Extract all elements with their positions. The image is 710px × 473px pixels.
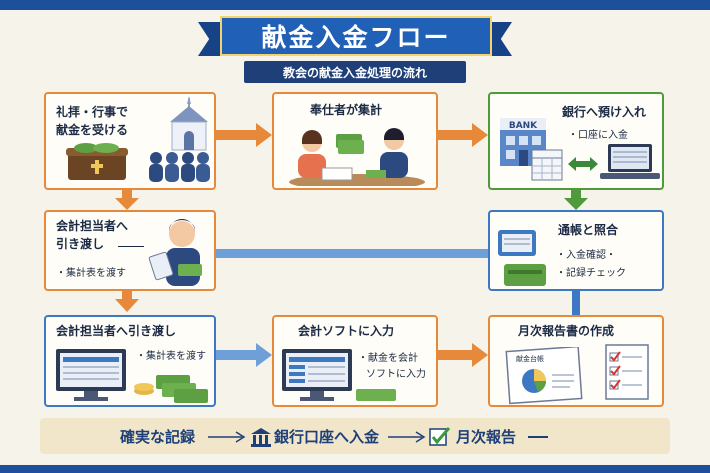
title-ribbon: 献金入金フロー bbox=[220, 16, 492, 56]
church-icon bbox=[170, 96, 208, 151]
report-title: 月次報告書の作成 bbox=[518, 324, 615, 338]
footer-deposit: 銀行口座へ入金 bbox=[274, 428, 380, 446]
line-passbook-to-report bbox=[572, 291, 580, 315]
step-report: 月次報告書の作成 献金台帳 bbox=[488, 315, 664, 407]
card-icon bbox=[504, 264, 546, 286]
software-bullet2: ソフトに入力 bbox=[366, 369, 426, 380]
step-worship: 礼拝・行事で 献金を受ける bbox=[44, 92, 216, 190]
handover-bullet: ・集計表を渡す bbox=[56, 268, 126, 279]
page-title: 献金入金フロー bbox=[261, 23, 451, 52]
svg-text:BANK: BANK bbox=[509, 121, 538, 131]
handover-line2: 引き渡し bbox=[56, 237, 105, 251]
bank-icon: BANK bbox=[500, 118, 546, 166]
handover2-bullet: ・集計表を渡す bbox=[136, 351, 206, 362]
arrow-software-to-report bbox=[438, 343, 488, 367]
laptop-icon bbox=[600, 144, 660, 179]
bank-deposit-title: 銀行へ預け入れ bbox=[562, 105, 647, 119]
step-bank-deposit: 銀行へ預け入れ ・口座に入金 BANK bbox=[488, 92, 664, 190]
footer-monthly-report: 月次報告 bbox=[456, 428, 517, 446]
calendar-icon bbox=[531, 149, 563, 181]
monitor-icon bbox=[56, 349, 126, 401]
volunteers-title: 奉仕者が集計 bbox=[310, 103, 383, 117]
footer-arrow-1 bbox=[208, 431, 246, 443]
software-title: 会計ソフトに入力 bbox=[298, 324, 395, 338]
check-icon bbox=[429, 427, 451, 446]
handover-line1: 会計担当者へ bbox=[56, 219, 129, 233]
step-handover-2: 会計担当者へ引き渡し ・集計表を渡す bbox=[44, 315, 216, 407]
passbook-title: 通帳と照合 bbox=[558, 223, 619, 237]
step-passbook: 通帳と照合 ・入金確認・ ・記録チェック bbox=[488, 210, 664, 291]
volunteers-icon bbox=[289, 128, 425, 186]
arrow-bank-to-passbook bbox=[564, 190, 588, 210]
step-handover: 会計担当者へ 引き渡し ・集計表を渡す bbox=[44, 210, 216, 291]
footer-record: 確実な記録 bbox=[120, 428, 196, 446]
line-handover-to-passbook bbox=[216, 249, 488, 258]
arrow-volunteers-to-bank bbox=[438, 123, 488, 147]
svg-text:献金台帳: 献金台帳 bbox=[516, 354, 544, 363]
step-volunteers: 奉仕者が集計 bbox=[272, 92, 438, 190]
passbook-icon bbox=[498, 230, 536, 256]
arrow-worship-to-handover bbox=[115, 190, 139, 210]
worship-line1: 礼拝・行事で bbox=[56, 105, 129, 119]
footer-band bbox=[40, 418, 670, 454]
accountant-icon bbox=[148, 219, 202, 286]
footer-arrow-2 bbox=[388, 431, 426, 443]
arrow-handover2-to-software bbox=[216, 343, 272, 367]
checklist-icon bbox=[605, 344, 649, 400]
people-icon bbox=[149, 152, 210, 182]
footer-report-line bbox=[528, 436, 548, 438]
footer-bank-icon bbox=[251, 428, 271, 447]
transfer-arrow-icon bbox=[568, 157, 598, 171]
passbook-bullet2: ・記録チェック bbox=[556, 268, 626, 279]
money-icon bbox=[134, 375, 208, 403]
arrow-handover-to-handover2 bbox=[115, 291, 139, 312]
bank-deposit-bullet: ・口座に入金 bbox=[568, 130, 628, 141]
arrow-worship-to-volunteers bbox=[216, 123, 272, 147]
passbook-bullet1: ・入金確認・ bbox=[556, 250, 616, 261]
handover-underline bbox=[118, 246, 144, 247]
top-bar bbox=[0, 0, 710, 10]
bottom-bar bbox=[0, 465, 710, 473]
page-subtitle: 教会の献金入金処理の流れ bbox=[244, 61, 466, 83]
handover2-title: 会計担当者へ引き渡し bbox=[56, 324, 177, 338]
worship-line2: 献金を受ける bbox=[56, 123, 129, 137]
report-icon: 献金台帳 bbox=[505, 347, 583, 405]
software-money-icon bbox=[356, 389, 396, 401]
step-software: 会計ソフトに入力 ・献金を会計 ソフトに入力 bbox=[272, 315, 438, 407]
software-bullet1: ・献金を会計 bbox=[358, 353, 418, 364]
offering-box-icon bbox=[66, 143, 128, 180]
software-monitor-icon bbox=[282, 349, 352, 401]
